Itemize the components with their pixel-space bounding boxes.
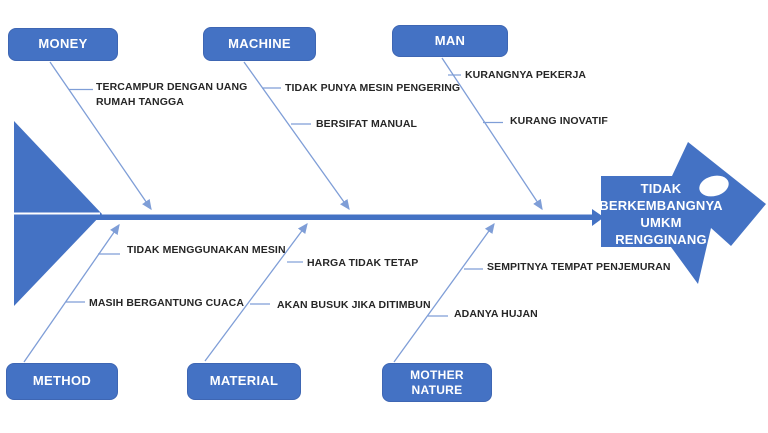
- cause-label-mother-nature-2: ADANYA HUJAN: [454, 308, 538, 320]
- category-box-machine: MACHINE: [203, 27, 316, 61]
- cause-label-material-1: HARGA TIDAK TETAP: [307, 257, 419, 269]
- cause-label-mother-nature-1: SEMPITNYA TEMPAT PENJEMURAN: [487, 261, 671, 273]
- effect-label-line3: UMKM: [640, 215, 682, 230]
- spine-arrowhead-icon: [592, 209, 604, 226]
- spine-line: [96, 214, 592, 220]
- cause-label-money-1: TERCAMPUR DENGAN UANG RUMAH TANGGA: [96, 80, 247, 110]
- category-label-method: METHOD: [32, 373, 92, 389]
- category-label-man: MAN: [434, 32, 466, 48]
- category-label-mother-nature-line2: NATURE: [411, 382, 463, 397]
- branch-line-mother-nature: [393, 222, 495, 363]
- branch-line-method: [23, 223, 120, 363]
- cause-label-man-2: KURANG INOVATIF: [510, 115, 608, 127]
- branch-line-money: [49, 61, 152, 211]
- cause-label-machine-2: BERSIFAT MANUAL: [316, 118, 418, 130]
- category-box-mother-nature: MOTHER NATURE: [382, 363, 492, 402]
- branch-line-material: [204, 222, 308, 362]
- category-box-material: MATERIAL: [187, 363, 301, 400]
- category-label-mother-nature-line1: MOTHER: [410, 368, 464, 382]
- category-label-money: MONEY: [38, 36, 88, 52]
- effect-label-line2: BERKEMBANGNYA: [599, 198, 723, 213]
- category-box-man: MAN: [392, 25, 508, 57]
- cause-label-method-2: MASIH BERGANTUNG CUACA: [89, 297, 245, 309]
- cause-label-method-1: TIDAK MENGGUNAKAN MESIN: [127, 244, 286, 256]
- effect-label-line1: TIDAK: [640, 181, 682, 196]
- effect-arrow-ellipse-icon: [699, 175, 729, 197]
- branch-line-machine: [243, 61, 350, 211]
- category-box-method: METHOD: [6, 363, 118, 400]
- effect-label-line4: RENGGINANG: [615, 232, 707, 247]
- category-label-material: MATERIAL: [209, 373, 279, 389]
- effect-label: TIDAK BERKEMBANGNYA UMKM RENGGINANG: [599, 180, 723, 248]
- cause-label-material-2: AKAN BUSUK JIKA DITIMBUN: [277, 299, 431, 311]
- category-label-machine: MACHINE: [228, 35, 291, 51]
- cause-label-machine-1: TIDAK PUNYA MESIN PENGERING: [285, 82, 461, 94]
- category-box-money: MONEY: [8, 28, 118, 61]
- cause-money-1-line1: TERCAMPUR DENGAN UANG: [96, 81, 248, 93]
- cause-money-1-line2: RUMAH TANGGA: [96, 96, 184, 108]
- branch-line-man: [441, 57, 543, 211]
- cause-label-man-1: KURANGNYA PEKERJA: [465, 69, 587, 81]
